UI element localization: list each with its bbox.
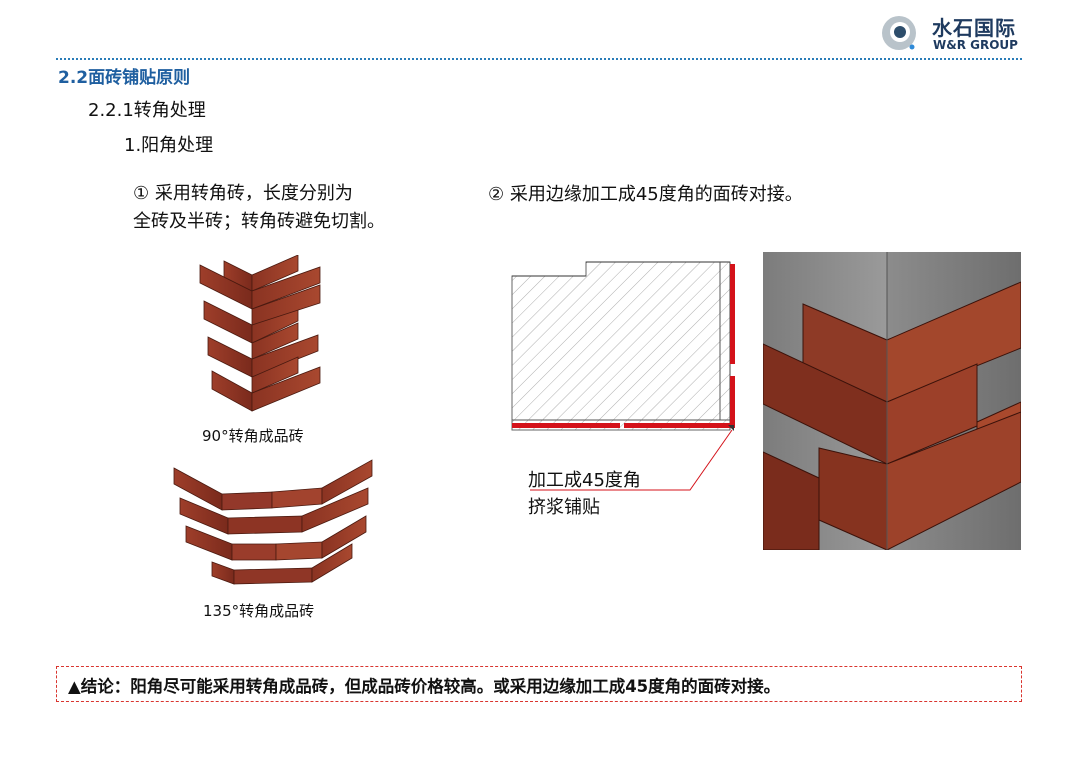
subsection-title: 2.2.1转角处理	[88, 100, 206, 121]
conclusion-text: ▲结论：阳角尽可能采用转角成品砖，但成品砖价格较高。或采用边缘加工成45度角的面…	[68, 677, 781, 696]
callout-45-degree-label: 加工成45度角 挤浆铺贴	[528, 467, 641, 521]
section-detail-drawing	[511, 261, 735, 491]
mitred-corner-render	[763, 252, 1021, 550]
subsubsection-title: 1.阳角处理	[124, 135, 214, 156]
option-1-line-1: ① 采用转角砖，长度分别为	[133, 183, 353, 204]
logo-english-name: W&R GROUP	[933, 38, 1018, 52]
callout-line-1: 加工成45度角	[528, 470, 641, 491]
section-title: 2.2面砖铺贴原则	[58, 68, 191, 88]
option-2-text: ② 采用边缘加工成45度角的面砖对接。	[488, 184, 803, 205]
option-1-line-2: 全砖及半砖；转角砖避免切割。	[133, 211, 385, 232]
corner-tile-135-illustration	[173, 459, 373, 585]
option-1-text: ① 采用转角砖，长度分别为 全砖及半砖；转角砖避免切割。	[133, 180, 385, 236]
corner-tile-90-illustration	[199, 255, 321, 412]
caption-90-degree-tile: 90°转角成品砖	[202, 427, 304, 445]
caption-135-degree-tile: 135°转角成品砖	[203, 602, 315, 620]
header-divider	[56, 58, 1022, 60]
wr-logo-icon	[882, 16, 916, 50]
callout-line-2: 挤浆铺贴	[528, 497, 600, 518]
conclusion-box	[56, 666, 1022, 702]
logo-chinese-name: 水石国际	[932, 16, 1016, 40]
